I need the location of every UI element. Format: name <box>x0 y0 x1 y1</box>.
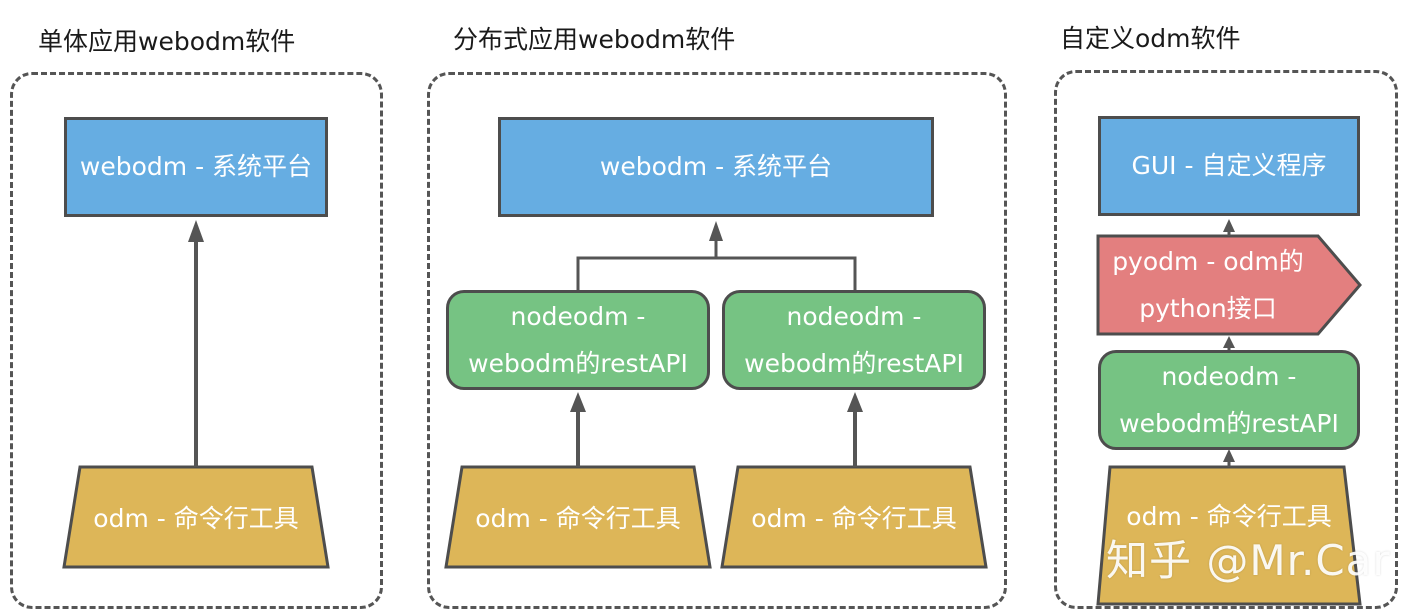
panel2-tool-left-label: odm - 命令行工具 <box>475 504 681 533</box>
panel2-node-right-line1: nodeodm - <box>786 301 922 331</box>
panel3-pyodm-shape <box>1096 234 1362 336</box>
panel-monolithic <box>10 72 383 609</box>
panel2-node-left-line2: webodm的restAPI <box>468 349 688 378</box>
panel2-platform-label: webodm - 系统平台 <box>599 152 833 182</box>
panel-distributed <box>427 72 1007 609</box>
panel3-node-box: nodeodm - webodm的restAPI <box>1098 350 1360 450</box>
panel3-pyodm-line2: python接口 <box>1139 294 1277 323</box>
panel2-node-right-box: nodeodm - webodm的restAPI <box>722 290 986 390</box>
panel3-tool-label: odm - 命令行工具 <box>1126 501 1332 531</box>
panel3-node-line1: nodeodm - <box>1161 361 1297 391</box>
panel1-title: 单体应用webodm软件 <box>38 27 296 56</box>
panel2-tool-right-shape <box>720 465 988 569</box>
panel3-title: 自定义odm软件 <box>1060 24 1241 53</box>
panel2-connector-head <box>709 221 723 241</box>
panel3-arrow3-head <box>1223 219 1235 232</box>
panel1-tool-label: odm - 命令行工具 <box>93 504 299 533</box>
panel1-platform-label: webodm - 系统平台 <box>79 152 313 182</box>
panel2-connector <box>576 240 857 292</box>
panel3-arrow2-head <box>1223 336 1235 348</box>
panel3-tool-shape <box>1096 465 1362 606</box>
panel2-arrow-right-head <box>847 392 863 412</box>
panel2-node-left-line1: nodeodm - <box>510 301 646 331</box>
panel3-node-line2: webodm的restAPI <box>1119 409 1339 438</box>
panel3-gui-label: GUI - 自定义程序 <box>1131 151 1327 181</box>
panel-custom <box>1054 70 1398 609</box>
panel1-platform-box: webodm - 系统平台 <box>64 117 328 217</box>
panel3-gui-box: GUI - 自定义程序 <box>1098 116 1360 216</box>
panel2-node-right-line2: webodm的restAPI <box>744 349 964 378</box>
panel2-tool-left-shape <box>444 465 712 569</box>
panel2-tool-right-label: odm - 命令行工具 <box>751 504 957 533</box>
panel1-arrow-head <box>188 220 204 242</box>
panel2-arrow-left-head <box>570 392 586 412</box>
panel1-tool-shape <box>62 465 330 569</box>
watermark: 知乎 @Mr.Car <box>1106 536 1391 585</box>
panel2-node-left-box: nodeodm - webodm的restAPI <box>446 290 710 390</box>
panel3-pyodm-line1: pyodm - odm的 <box>1112 246 1304 276</box>
panel3-pyodm-label: pyodm - odm的 python接口 <box>1098 236 1318 334</box>
panel2-title: 分布式应用webodm软件 <box>453 25 736 54</box>
panel2-platform-box: webodm - 系统平台 <box>498 117 934 217</box>
panel3-arrow1-head <box>1223 449 1235 462</box>
